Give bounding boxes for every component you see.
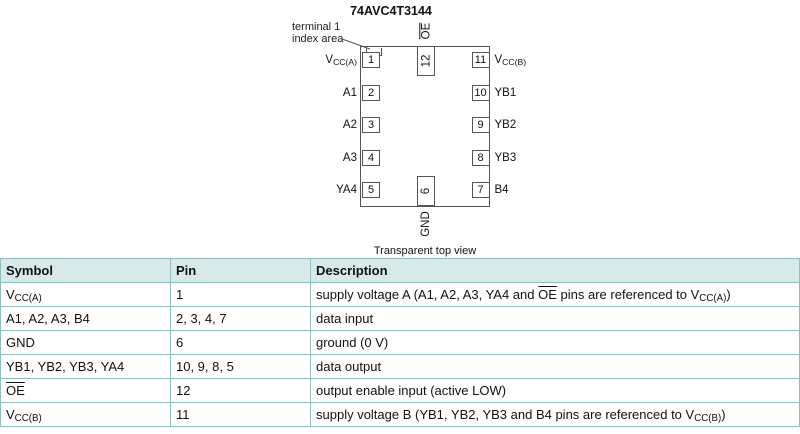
- cell-pin: 10, 9, 8, 5: [170, 354, 311, 379]
- gnd-label-text: GND: [420, 211, 432, 237]
- cell-symbol: A1, A2, A3, B4: [0, 306, 171, 331]
- cell-pin: 6: [170, 330, 311, 355]
- pin-name: VCC(B): [494, 54, 527, 67]
- pin-12-box: 12: [417, 46, 435, 76]
- table-header: Symbol Pin Description: [0, 258, 800, 283]
- cell-desc: supply voltage B (YB1, YB2, YB3 and B4 p…: [310, 402, 800, 427]
- annotation-line-1: terminal 1: [292, 21, 341, 33]
- index-pointer-line: [341, 38, 371, 50]
- cell-pin: 2, 3, 4, 7: [170, 306, 311, 331]
- chip-title: 74AVC4T3144: [350, 4, 432, 18]
- pin-name: A3: [342, 151, 357, 164]
- cell-desc: ground (0 V): [310, 330, 800, 355]
- pin-name: YB2: [494, 119, 517, 131]
- pin-number: 2: [362, 84, 380, 101]
- pin-number: 5: [362, 182, 380, 198]
- pin-number: 8: [471, 149, 490, 166]
- cell-desc: output enable input (active LOW): [310, 378, 800, 403]
- pin-number: 1: [362, 52, 380, 68]
- header-pin: Pin: [170, 258, 311, 283]
- pin-12-number: 12: [419, 54, 432, 68]
- cell-symbol: YB1, YB2, YB3, YA4: [0, 354, 171, 379]
- cell-symbol: VCC(B): [0, 402, 171, 427]
- header-row: Symbol Pin Description: [0, 258, 800, 283]
- pin-name: VCC(A): [325, 54, 357, 67]
- cell-desc: data output: [310, 354, 800, 379]
- annotation-line-2: index area: [292, 33, 344, 45]
- pin-number: 9: [471, 117, 490, 133]
- pin-row-7: 7 B4: [471, 182, 509, 198]
- cell-pin: 1: [170, 282, 311, 307]
- cell-pin: 12: [170, 378, 311, 403]
- pin-row-8: 8 YB3: [471, 149, 517, 166]
- pin-number: 4: [362, 149, 380, 166]
- pin-row-4: A3 4: [260, 149, 380, 166]
- pin-name: YB3: [494, 151, 517, 164]
- pin-number: 3: [362, 117, 380, 133]
- gnd-pin-label: GND: [408, 207, 444, 241]
- oe-label-text: OE: [420, 22, 432, 40]
- pin-number: 11: [471, 52, 490, 68]
- pin-row-10: 10 YB1: [471, 84, 517, 101]
- cell-symbol: GND: [0, 330, 171, 355]
- pin-row-11: 11 VCC(B): [471, 52, 527, 68]
- pin-name: YA4: [336, 184, 357, 196]
- cell-desc: supply voltage A (A1, A2, A3, YA4 and OE…: [310, 282, 800, 307]
- pin-6-number: 6: [420, 187, 432, 195]
- pin-6-box: 6: [417, 176, 435, 206]
- cell-symbol: VCC(A): [0, 282, 171, 307]
- diagram-caption: Transparent top view: [373, 245, 477, 257]
- index-area-annotation: terminal 1 index area: [292, 21, 343, 45]
- header-description: Description: [310, 258, 800, 283]
- pin-row-1: VCC(A) 1: [260, 52, 380, 68]
- pin-name: A2: [342, 119, 357, 131]
- pin-name: YB1: [494, 86, 517, 99]
- pin-row-3: A2 3: [260, 117, 380, 133]
- cell-desc: data input: [310, 306, 800, 331]
- pin-name: A1: [342, 86, 357, 99]
- pin-number: 10: [471, 84, 490, 101]
- cell-pin: 11: [170, 402, 311, 427]
- oe-pin-label: OE: [408, 18, 444, 44]
- pin-number: 7: [471, 182, 490, 198]
- pin-row-9: 9 YB2: [471, 117, 517, 133]
- pin-row-2: A1 2: [260, 84, 380, 101]
- pin-row-5: YA4 5: [260, 182, 380, 198]
- header-symbol: Symbol: [0, 258, 171, 283]
- pin-name: B4: [494, 184, 509, 196]
- cell-symbol: OE: [0, 378, 171, 403]
